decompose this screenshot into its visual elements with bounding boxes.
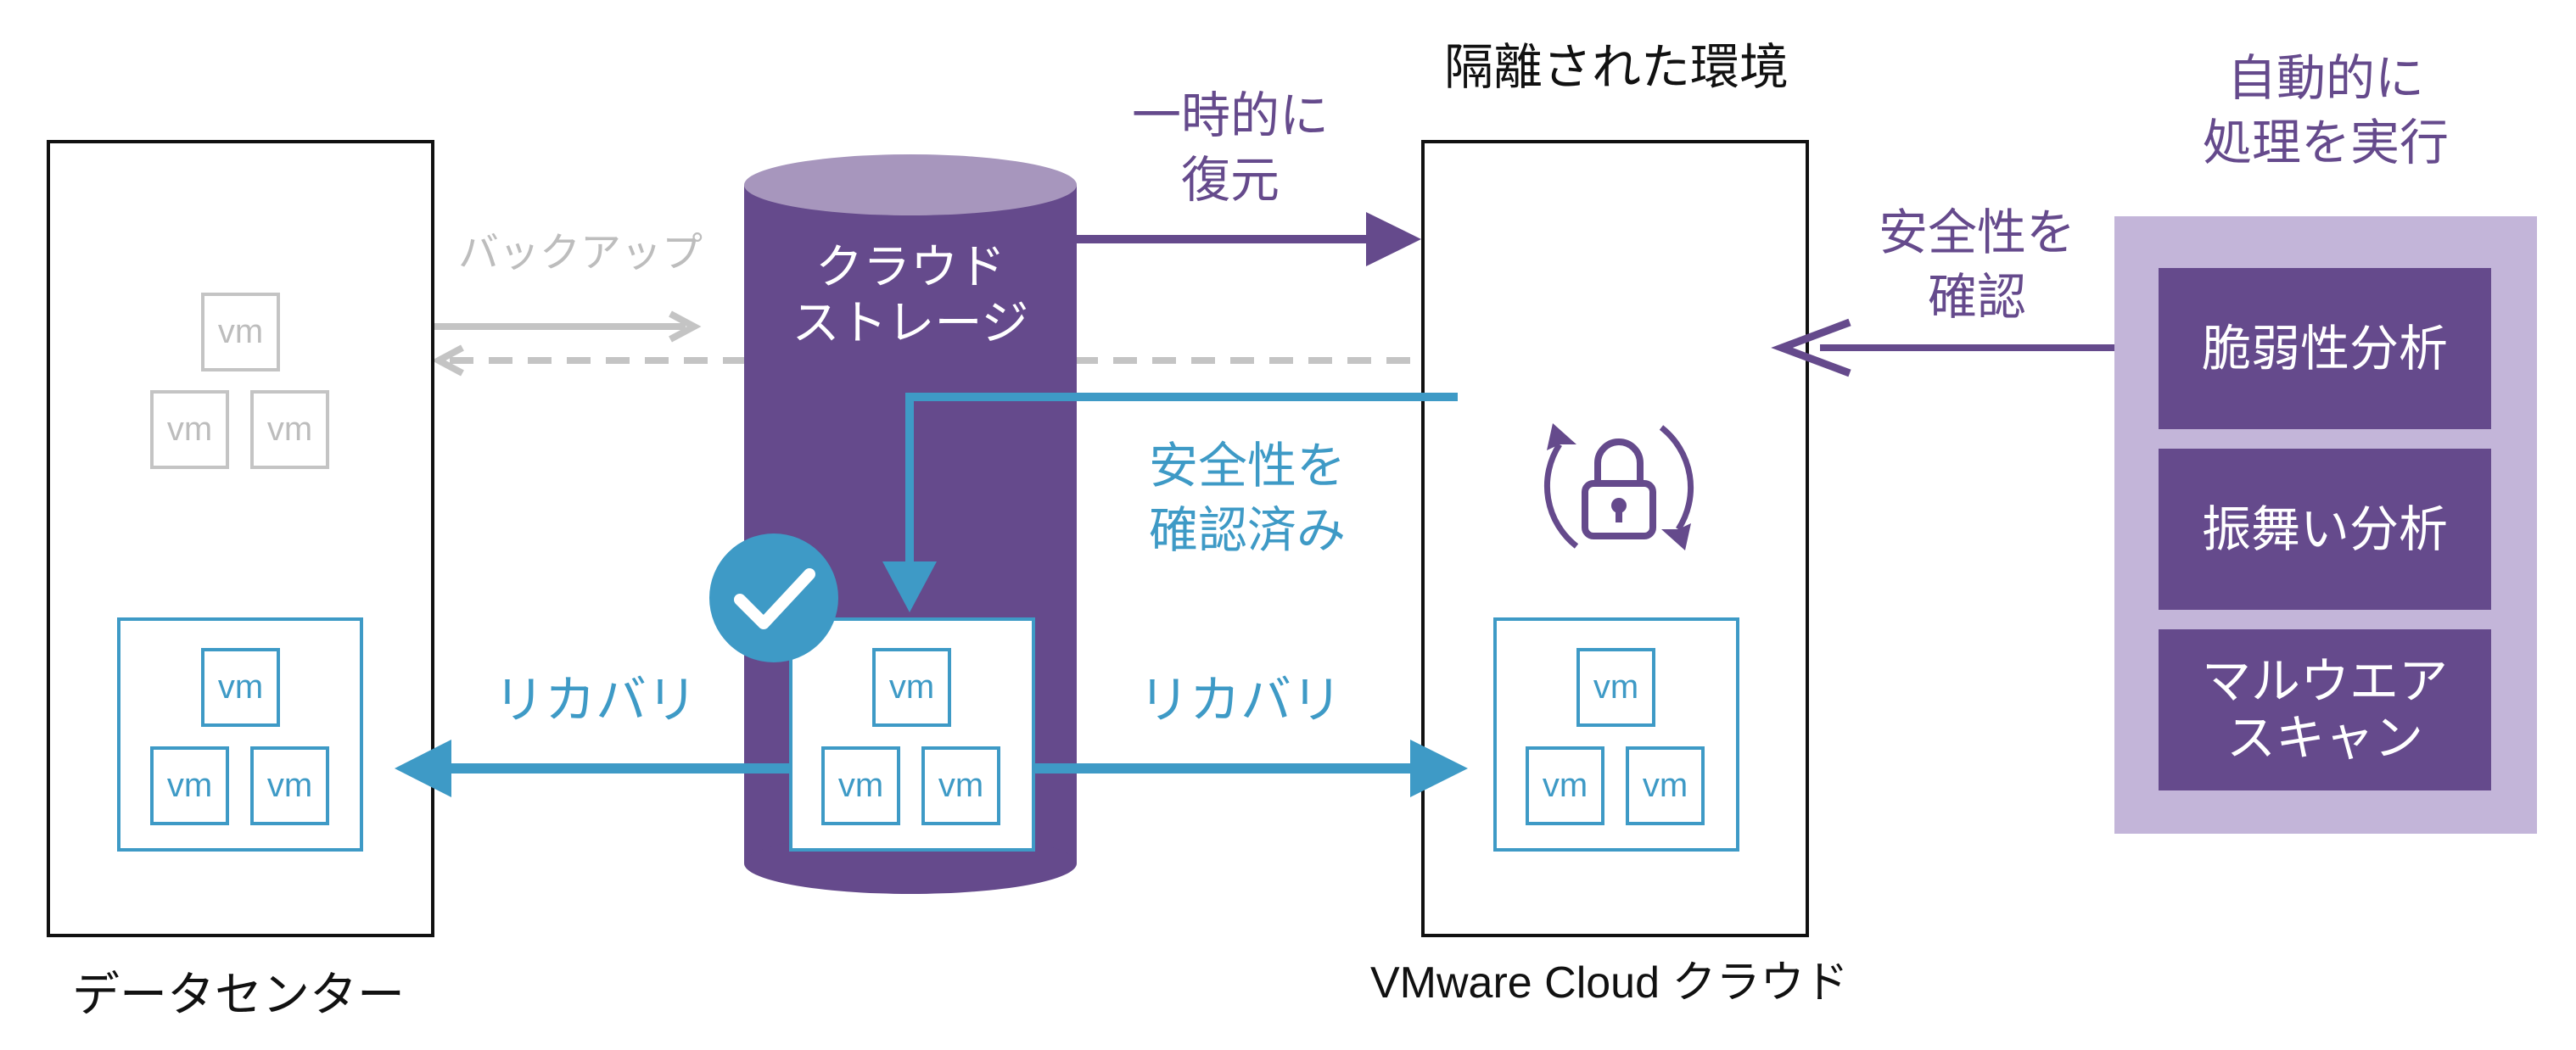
isolated-vm: vm (1626, 746, 1705, 825)
verified-label-line1: 安全性を (1148, 437, 1346, 494)
lock-refresh-icon (1543, 423, 1694, 550)
storage-vm: vm (872, 648, 951, 727)
datacenter-vm-gray: vm (250, 390, 329, 469)
isolated-vm: vm (1526, 746, 1604, 825)
malware-scan-item: マルウエアスキャン (2159, 629, 2491, 790)
storage-vm: vm (921, 746, 1000, 825)
verified-label-line2: 確認済み (1148, 501, 1346, 559)
recovery-left-arrow-head (395, 740, 451, 797)
datacenter-box (47, 140, 434, 937)
temp-restore-label-line2: 復元 (1180, 151, 1280, 209)
recovery-left-label: リカバリ (494, 671, 697, 730)
storage-label-line2: ストレージ (792, 296, 1029, 351)
safety-check-arrow-head (1771, 318, 1851, 377)
storage-vm: vm (821, 746, 900, 825)
isolated-vm: vm (1576, 648, 1655, 727)
temp-restore-arrow-head (1366, 212, 1421, 266)
datacenter-vm: vm (201, 648, 280, 727)
vmware-cloud-label: VMware Cloud クラウド (1370, 958, 1849, 1008)
temp-restore-label-line1: 一時的に (1131, 87, 1329, 144)
cylinder-top (744, 154, 1077, 215)
recovery-right-label: リカバリ (1139, 671, 1342, 730)
restore-dashed-arrow-head (431, 344, 464, 377)
datacenter-vm-gray: vm (150, 390, 229, 469)
vulnerability-analysis-item: 脆弱性分析 (2159, 268, 2491, 429)
check-safety-label-line2: 確認 (1927, 268, 2026, 326)
backup-label: バックアップ (458, 229, 703, 276)
backup-arrow-head (669, 310, 702, 343)
datacenter-vm: vm (250, 746, 329, 825)
check-circle-icon (709, 533, 838, 662)
automation-title-line2: 処理を実行 (2202, 114, 2449, 171)
verified-arrow-head (882, 561, 937, 612)
automation-title-line1: 自動的に (2226, 49, 2424, 107)
recovery-right-arrow-head (1410, 740, 1468, 797)
datacenter-vm: vm (150, 746, 229, 825)
verified-arrow-line (905, 393, 1458, 570)
datacenter-vm-group (117, 617, 363, 852)
datacenter-label: データセンター (72, 968, 405, 1023)
behavior-analysis-item: 振舞い分析 (2159, 449, 2491, 610)
check-safety-label-line1: 安全性を (1878, 204, 2075, 261)
isolated-vm-group (1493, 617, 1739, 852)
datacenter-vm-gray: vm (201, 293, 280, 371)
storage-label-line1: クラウド (815, 240, 1005, 295)
isolated-environment-title: 隔離された環境 (1443, 38, 1789, 96)
